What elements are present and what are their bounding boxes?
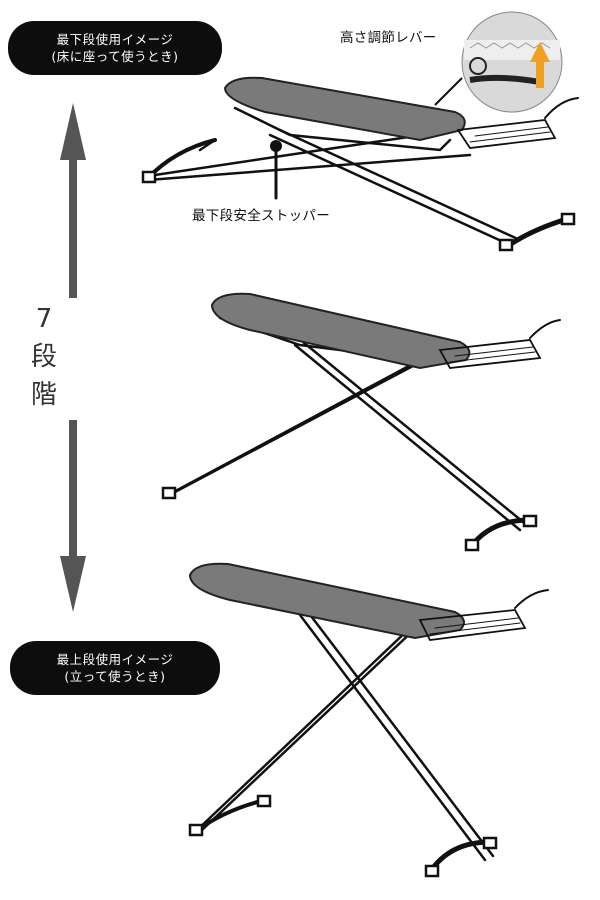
- caption-subtitle: (床に座って使うとき): [51, 49, 179, 64]
- height-range-arrow: [60, 103, 86, 612]
- caption-title: 最上段使用イメージ: [56, 652, 174, 667]
- board-lowest-position: [141, 76, 579, 252]
- step-char-1: 段: [30, 342, 57, 372]
- highest-position-caption: 最上段使用イメージ (立って使うとき): [10, 641, 220, 695]
- board-highest-position: [188, 562, 549, 878]
- height-lever-label: 高さ調節レバー: [340, 30, 437, 46]
- lowest-position-caption: 最下段使用イメージ (床に座って使うとき): [8, 21, 222, 75]
- bottom-stopper-label: 最下段安全ストッパー: [192, 208, 330, 224]
- step-number: 7: [35, 304, 53, 334]
- board-middle-position: [161, 292, 561, 552]
- caption-title: 最下段使用イメージ: [56, 32, 174, 47]
- step-count-label: 7 段 階: [22, 300, 66, 414]
- caption-subtitle: (立って使うとき): [64, 669, 166, 684]
- height-lever-detail-inset: [434, 11, 563, 113]
- step-char-2: 階: [30, 380, 57, 410]
